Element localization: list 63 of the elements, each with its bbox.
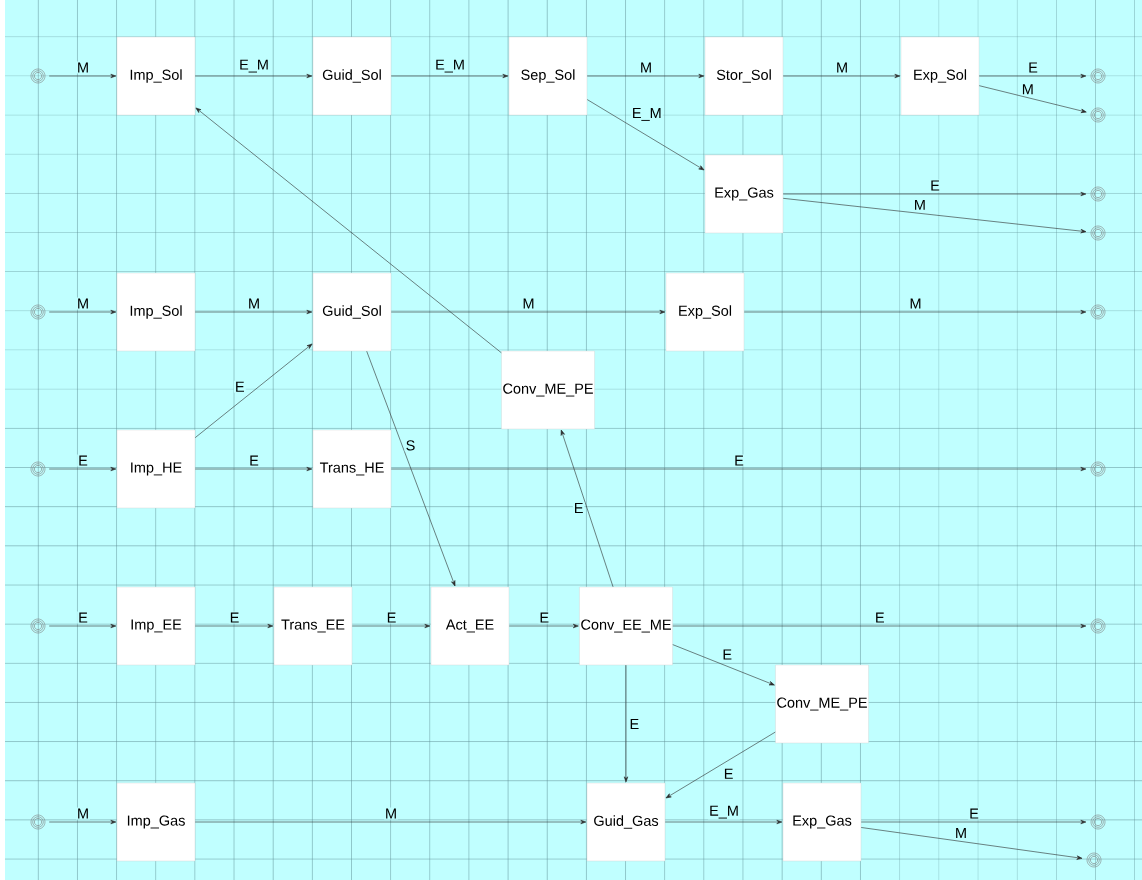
process-box: Exp_Gas [782, 782, 862, 862]
arrow [195, 107, 502, 354]
edge-label: E [572, 502, 585, 514]
arrow [743, 309, 1087, 315]
process-box: Trans_EE [273, 586, 353, 666]
process-box: Imp_HE [116, 429, 196, 509]
arrow [48, 819, 117, 825]
process-box: Imp_Gas [116, 782, 196, 862]
edge-label: E [929, 179, 941, 192]
arrow [623, 664, 629, 783]
arrow [782, 191, 1087, 197]
arrow [672, 644, 775, 686]
arrow [390, 466, 1087, 472]
process-box: Conv_EE_ME [579, 586, 673, 666]
arrow [782, 73, 901, 79]
process-box: Sep_Sol [508, 36, 588, 116]
arrow [978, 73, 1087, 79]
edge-label: E [968, 807, 980, 820]
arrow [194, 623, 274, 629]
edge-label: E [733, 454, 745, 467]
arrow [860, 819, 1087, 825]
process-box: Imp_Sol [116, 272, 196, 352]
process-box: Guid_Gas [586, 782, 666, 862]
arrow [782, 198, 1087, 234]
process-box: Exp_Gas [704, 154, 784, 234]
arrow [194, 73, 313, 79]
process-box: Conv_ME_PE [775, 664, 869, 744]
arrow [194, 309, 313, 315]
edge-label: E [1027, 61, 1039, 74]
arrow [560, 429, 614, 588]
edge-label: E [77, 611, 89, 624]
arrow [672, 623, 1087, 629]
arrow [390, 73, 509, 79]
arrow [586, 99, 705, 171]
arrow [48, 309, 117, 315]
edge-label: E [248, 454, 260, 467]
arrow [665, 731, 776, 799]
process-box: Imp_EE [116, 586, 196, 666]
process-box: Guid_Sol [312, 36, 392, 116]
process-box: Act_EE [430, 586, 510, 666]
process-box: Exp_Sol [900, 36, 980, 116]
process-box: Stor_Sol [704, 36, 784, 116]
process-box: Exp_Sol [665, 272, 745, 352]
arrow [664, 819, 783, 825]
edge-label: E [77, 454, 89, 467]
edge-label: E_M [630, 107, 663, 122]
arrow [508, 623, 579, 629]
arrow [978, 85, 1087, 113]
process-box: Trans_HE [312, 429, 392, 509]
arrow [48, 623, 117, 629]
arrow [860, 827, 1083, 860]
arrow [586, 73, 705, 79]
process-box: Imp_Sol [116, 36, 196, 116]
arrow [48, 466, 117, 472]
process-box: Conv_ME_PE [501, 350, 595, 430]
arrow [194, 466, 313, 472]
arrow [194, 819, 587, 825]
arrow [366, 350, 456, 587]
arrow [351, 623, 431, 629]
arrow [48, 73, 117, 79]
process-box: Guid_Sol [312, 272, 392, 352]
arrow [390, 309, 666, 315]
arrow [194, 343, 313, 438]
